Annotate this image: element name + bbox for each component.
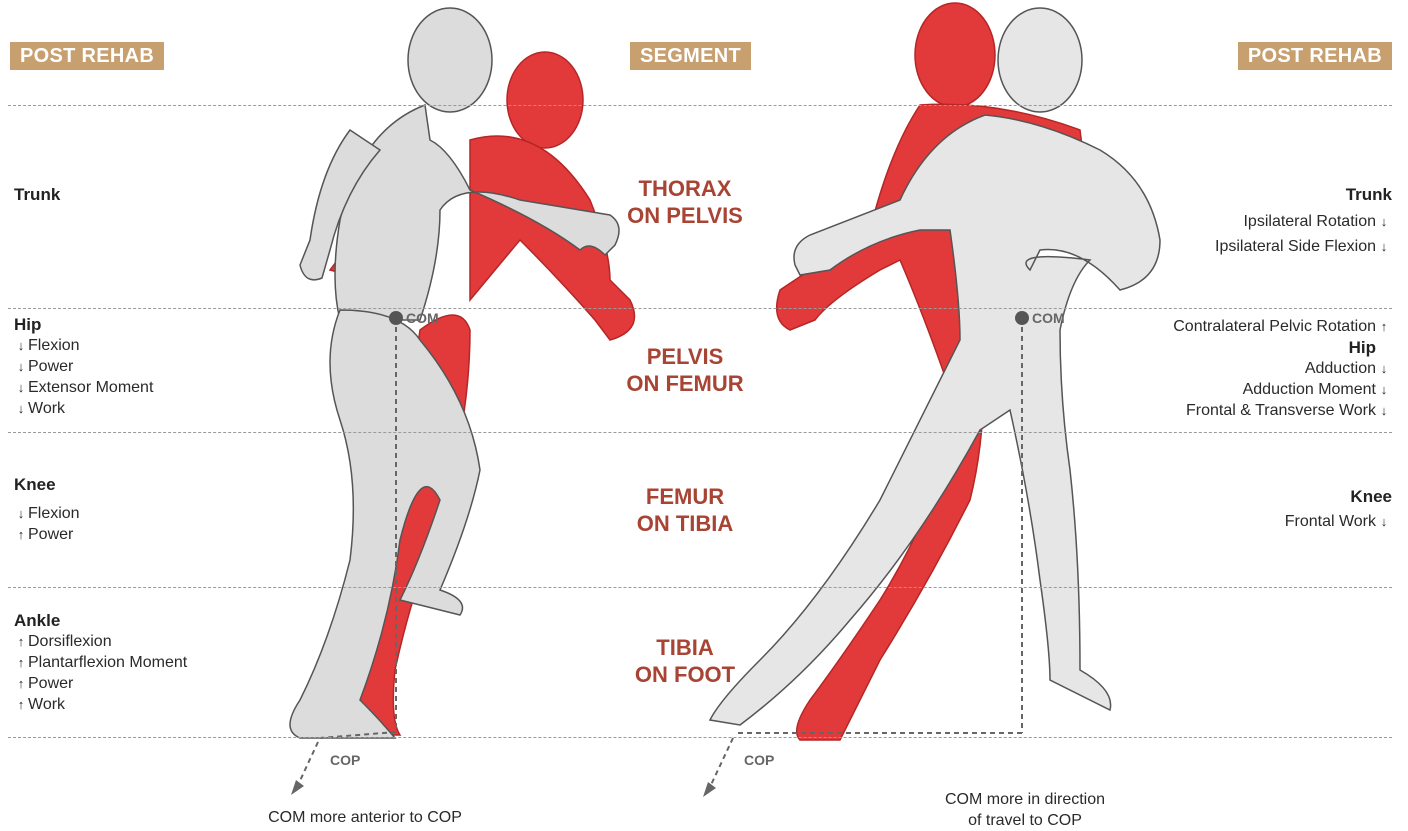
down-arrow-icon: ↓ (14, 377, 28, 398)
left-hip-block: Hip ↓Flexion ↓Power ↓Extensor Moment ↓Wo… (14, 314, 153, 419)
segment-line2: ON FOOT (565, 661, 805, 688)
list-item: ↑Dorsiflexion (14, 631, 187, 652)
segment-line1: PELVIS (565, 343, 805, 370)
left-cop-label: COP (330, 752, 360, 768)
right-knee-title: Knee (1285, 486, 1392, 507)
left-header-badge: POST REHAB (10, 42, 164, 70)
segment-line1: THORAX (565, 175, 805, 202)
row-separator (8, 432, 1392, 433)
right-hip-title: Hip (1173, 337, 1376, 358)
list-item: Frontal Work↓ (1285, 511, 1392, 532)
right-trunk-title: Trunk (1215, 184, 1392, 205)
down-arrow-icon: ↓ (1376, 211, 1392, 232)
list-item: Contralateral Pelvic Rotation↑ (1173, 316, 1392, 337)
segment-pelvis-on-femur: PELVIS ON FEMUR (565, 343, 805, 397)
segment-tibia-on-foot: TIBIA ON FOOT (565, 634, 805, 688)
segment-femur-on-tibia: FEMUR ON TIBIA (565, 483, 805, 537)
list-item: ↓Work (14, 398, 153, 419)
left-trunk-title: Trunk (14, 184, 60, 205)
right-com-label: COM (1032, 310, 1065, 326)
right-trunk-block: Trunk Ipsilateral Rotation↓ Ipsilateral … (1215, 184, 1392, 257)
right-pelvis-hip-block: Contralateral Pelvic Rotation↑ Hip Adduc… (1173, 316, 1392, 421)
down-arrow-icon: ↓ (14, 398, 28, 419)
left-hip-title: Hip (14, 314, 153, 335)
right-header-badge: POST REHAB (1238, 42, 1392, 70)
right-caption: COM more in direction of travel to COP (900, 789, 1150, 831)
right-cop-arrow-icon (703, 782, 716, 797)
row-separator (8, 105, 1392, 106)
left-caption: COM more anterior to COP (220, 807, 510, 828)
right-knee-block: Knee Frontal Work↓ (1285, 486, 1392, 532)
list-item: ↓Extensor Moment (14, 377, 153, 398)
row-separator (8, 308, 1392, 309)
up-arrow-icon: ↑ (14, 652, 28, 673)
segment-line1: FEMUR (565, 483, 805, 510)
down-arrow-icon: ↓ (1376, 379, 1392, 400)
segment-line2: ON TIBIA (565, 510, 805, 537)
list-item: Adduction↓ (1173, 358, 1392, 379)
right-cop-label: COP (744, 752, 774, 768)
down-arrow-icon: ↓ (14, 503, 28, 524)
down-arrow-icon: ↓ (14, 335, 28, 356)
segment-header-badge: SEGMENT (630, 42, 751, 70)
row-separator (8, 737, 1392, 738)
down-arrow-icon: ↓ (1376, 400, 1392, 421)
down-arrow-icon: ↓ (14, 356, 28, 377)
right-caption-line1: COM more in direction (900, 789, 1150, 810)
left-com-dot (389, 311, 403, 325)
up-arrow-icon: ↑ (14, 694, 28, 715)
list-item: Ipsilateral Rotation↓ (1215, 211, 1392, 232)
left-ankle-title: Ankle (14, 610, 187, 631)
list-item: ↓Flexion (14, 335, 153, 356)
list-item: ↑Power (14, 524, 80, 545)
left-knee-block: Knee ↓Flexion ↑Power (14, 474, 80, 545)
segment-line2: ON FEMUR (565, 370, 805, 397)
list-item: Adduction Moment↓ (1173, 379, 1392, 400)
segment-line1: TIBIA (565, 634, 805, 661)
row-separator (8, 587, 1392, 588)
down-arrow-icon: ↓ (1376, 358, 1392, 379)
down-arrow-icon: ↓ (1376, 511, 1392, 532)
up-arrow-icon: ↑ (14, 673, 28, 694)
left-com-label: COM (406, 310, 439, 326)
list-item: ↑Work (14, 694, 187, 715)
list-item: ↓Power (14, 356, 153, 377)
up-arrow-icon: ↑ (1376, 316, 1392, 337)
left-cop-arrow-icon (291, 780, 304, 795)
up-arrow-icon: ↑ (14, 631, 28, 652)
list-item: Ipsilateral Side Flexion↓ (1215, 236, 1392, 257)
left-trunk-block: Trunk (14, 184, 60, 205)
down-arrow-icon: ↓ (1376, 236, 1392, 257)
left-knee-title: Knee (14, 474, 80, 495)
list-item: ↓Flexion (14, 503, 80, 524)
list-item: Frontal & Transverse Work↓ (1173, 400, 1392, 421)
list-item: ↑Power (14, 673, 187, 694)
segment-thorax-on-pelvis: THORAX ON PELVIS (565, 175, 805, 229)
up-arrow-icon: ↑ (14, 524, 28, 545)
segment-line2: ON PELVIS (565, 202, 805, 229)
right-com-dot (1015, 311, 1029, 325)
list-item: ↑Plantarflexion Moment (14, 652, 187, 673)
left-ankle-block: Ankle ↑Dorsiflexion ↑Plantarflexion Mome… (14, 610, 187, 715)
